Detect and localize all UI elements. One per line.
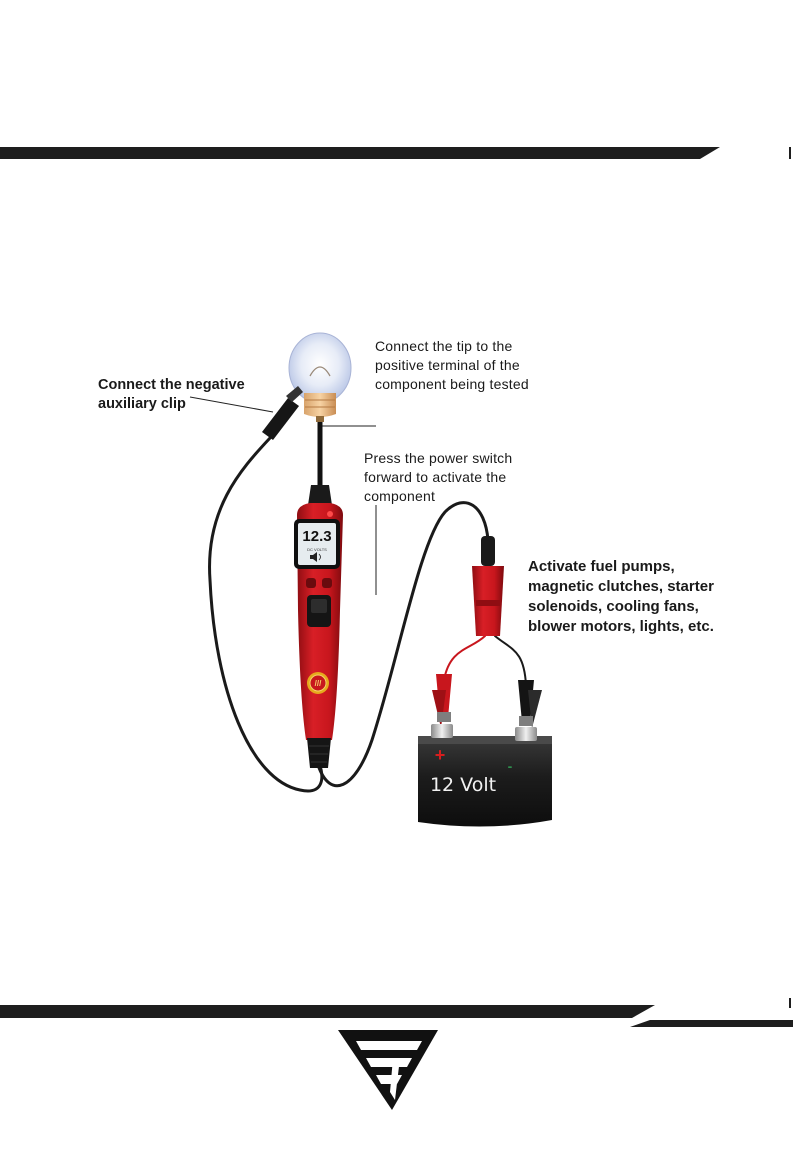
callout-line: solenoids, cooling fans, bbox=[528, 597, 714, 617]
tester-unit-text: DC VOLTS bbox=[307, 547, 327, 552]
light-bulb-icon bbox=[289, 333, 351, 422]
callout-line: forward to activate the bbox=[364, 468, 512, 487]
battery: + - 12 Volt bbox=[418, 724, 552, 827]
svg-text:///: /// bbox=[315, 679, 322, 688]
callout-negative-clip: Connect the negative auxiliary clip bbox=[98, 376, 245, 414]
bottom-footer-band bbox=[0, 998, 793, 1027]
inline-connector bbox=[472, 536, 504, 636]
callout-line: component bbox=[364, 487, 512, 506]
callout-line: Connect the tip to the bbox=[375, 337, 529, 356]
battery-positive-symbol: + bbox=[435, 745, 446, 765]
top-header-band bbox=[0, 147, 791, 159]
callout-activate: Activate fuel pumps, magnetic clutches, … bbox=[528, 557, 714, 637]
power-probe-tester: 12.3 DC VOLTS /// bbox=[294, 422, 343, 768]
callout-tip: Connect the tip to the positive terminal… bbox=[375, 337, 529, 394]
battery-label: 12 Volt bbox=[430, 774, 496, 796]
callout-line: Press the power switch bbox=[364, 449, 512, 468]
callout-line: positive terminal of the bbox=[375, 356, 529, 375]
callout-line: magnetic clutches, starter bbox=[528, 577, 714, 597]
callout-line: Connect the negative bbox=[98, 376, 245, 395]
callout-line: component being tested bbox=[375, 375, 529, 394]
callout-line: Activate fuel pumps, bbox=[528, 557, 714, 577]
callout-line: auxiliary clip bbox=[98, 395, 245, 414]
callout-line: blower motors, lights, etc. bbox=[528, 617, 714, 637]
tester-reading: 12.3 bbox=[302, 528, 331, 545]
callout-power-switch: Press the power switch forward to activa… bbox=[364, 449, 512, 506]
negative-battery-clip bbox=[518, 680, 542, 728]
battery-negative-symbol: - bbox=[508, 758, 513, 774]
brand-logo-icon bbox=[338, 1030, 438, 1110]
negative-aux-clip bbox=[262, 386, 303, 440]
positive-battery-clip bbox=[432, 674, 452, 728]
